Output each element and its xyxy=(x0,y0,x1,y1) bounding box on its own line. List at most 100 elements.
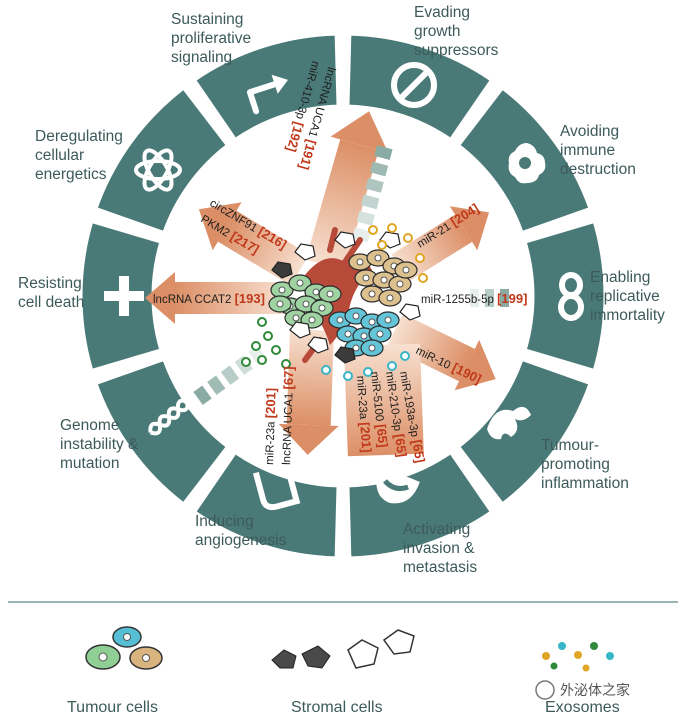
cell-nucleus xyxy=(292,314,300,322)
label-mir1255: miR-1255b-5p [199] xyxy=(421,291,527,306)
svg-text:growth: growth xyxy=(414,23,461,40)
exosome-dot xyxy=(377,240,387,250)
vessel-icon xyxy=(252,463,301,511)
atom-icon xyxy=(134,148,182,192)
dashed-arrow-replicative xyxy=(470,289,509,307)
ring-segment-evading xyxy=(346,32,494,142)
stromal-cell xyxy=(307,336,329,354)
svg-text:Sustaining: Sustaining xyxy=(171,11,243,28)
cell-nucleus xyxy=(360,332,368,340)
cell-nucleus xyxy=(336,316,344,324)
exosome-dot xyxy=(251,341,261,351)
exosome-dot xyxy=(415,253,425,263)
svg-text:lncRNA UCA1 [67]: lncRNA UCA1 [67] xyxy=(278,366,296,465)
cell-nucleus xyxy=(344,330,352,338)
invasion-shape-icon xyxy=(376,470,420,504)
dashed-arrow-genome xyxy=(193,345,267,405)
svg-text:immune: immune xyxy=(560,142,615,159)
cell-nucleus xyxy=(308,316,316,324)
exosome-dot xyxy=(271,345,281,355)
label-evading: Evading growth suppressors xyxy=(414,4,499,59)
svg-text:replicative: replicative xyxy=(590,288,660,305)
exosome-dots xyxy=(241,223,428,381)
stromal-cell xyxy=(334,346,356,364)
exosome-dot xyxy=(363,367,373,377)
cell-nucleus xyxy=(296,279,304,287)
arrow-angiogenesis xyxy=(278,329,339,455)
svg-text:miR-1255b-5p [199]: miR-1255b-5p [199] xyxy=(421,291,527,306)
svg-text:instability &: instability & xyxy=(60,436,139,453)
ring-segment-invasion xyxy=(346,450,494,560)
ring-segment-genome xyxy=(94,357,230,506)
cell-nucleus xyxy=(352,312,360,320)
svg-text:angiogenesis: angiogenesis xyxy=(195,532,287,549)
arrow-mir10 xyxy=(387,313,496,391)
svg-text:Activating: Activating xyxy=(403,521,470,538)
cell-nucleus xyxy=(318,304,326,312)
tumour-cluster xyxy=(268,227,421,364)
cell-nucleus xyxy=(380,276,388,284)
svg-text:cellular: cellular xyxy=(35,147,84,164)
svg-text:miR-5100 [65]: miR-5100 [65] xyxy=(368,371,391,448)
cell-nucleus xyxy=(384,316,392,324)
svg-text:promoting: promoting xyxy=(541,456,610,473)
svg-text:Stromal cells: Stromal cells xyxy=(291,699,383,716)
cell-nucleus xyxy=(368,290,376,298)
exosome-dot xyxy=(281,359,291,369)
svg-text:Tumour cells: Tumour cells xyxy=(67,699,158,716)
svg-text:Genome: Genome xyxy=(60,417,119,434)
exosome-dot xyxy=(418,273,428,283)
svg-text:suppressors: suppressors xyxy=(414,42,499,59)
svg-text:inflammation: inflammation xyxy=(541,475,629,492)
immune-cell-icon xyxy=(508,143,546,184)
svg-text:Avoiding: Avoiding xyxy=(560,123,619,140)
cell-nucleus xyxy=(386,294,394,302)
arrow-ccat2 xyxy=(145,272,285,324)
inflammation-icon xyxy=(487,406,531,440)
exosome-dot xyxy=(343,371,353,381)
label-angiogenesis: Inducing angiogenesis xyxy=(195,513,287,549)
legend-stromal-cells: Stromal cells xyxy=(271,629,415,716)
svg-text:外泌体之家: 外泌体之家 xyxy=(560,682,630,699)
cell-nucleus xyxy=(368,318,376,326)
svg-text:immortality: immortality xyxy=(590,307,665,324)
dna-icon xyxy=(148,398,190,436)
svg-text:Inducing: Inducing xyxy=(195,513,254,530)
svg-text:Resisting: Resisting xyxy=(18,275,82,292)
exosome-dot xyxy=(257,317,267,327)
cell-nucleus xyxy=(368,344,376,352)
cell-nucleus xyxy=(396,280,404,288)
svg-text:miR-23a [201]: miR-23a [201] xyxy=(354,375,374,453)
stromal-cell xyxy=(271,261,293,279)
svg-text:destruction: destruction xyxy=(560,161,636,178)
cell-nucleus xyxy=(312,288,320,296)
exosome-dot xyxy=(263,331,273,341)
label-inflammation: Tumour- promoting inflammation xyxy=(541,437,629,492)
label-invasion: Activating invasion & metastasis xyxy=(403,521,477,576)
svg-text:Tumour-: Tumour- xyxy=(541,437,599,454)
exosome-dot xyxy=(241,357,251,367)
exosome-dot xyxy=(403,233,413,243)
stromal-cell xyxy=(289,321,311,339)
cell-nucleus xyxy=(374,254,382,262)
cell-nucleus xyxy=(276,300,284,308)
svg-text:metastasis: metastasis xyxy=(403,559,477,576)
svg-text:mutation: mutation xyxy=(60,455,119,472)
arrow-uca1-mir410 xyxy=(305,111,389,271)
label-death: Resisting cell death xyxy=(18,275,84,311)
svg-text:miR-23a [201]: miR-23a [201] xyxy=(261,388,279,466)
exosome-dot xyxy=(257,355,267,365)
svg-text:invasion &: invasion & xyxy=(403,540,475,557)
svg-text:energetics: energetics xyxy=(35,166,107,183)
exosome-dot xyxy=(387,361,397,371)
label-angiogenesis-arrow: miR-23a [201] lncRNA UCA1 [67] xyxy=(261,366,297,466)
label-energetics: Deregulating cellular energetics xyxy=(35,128,123,183)
arrow-turn-icon xyxy=(246,74,288,115)
label-ccat2: lncRNA CCAT2 [193] xyxy=(153,291,265,306)
legend-tumour-cells: Tumour cells xyxy=(67,626,163,716)
figure-eight-icon xyxy=(558,272,584,321)
cell-cluster xyxy=(268,231,421,364)
cell-nucleus xyxy=(302,300,310,308)
cell-nucleus xyxy=(376,330,384,338)
